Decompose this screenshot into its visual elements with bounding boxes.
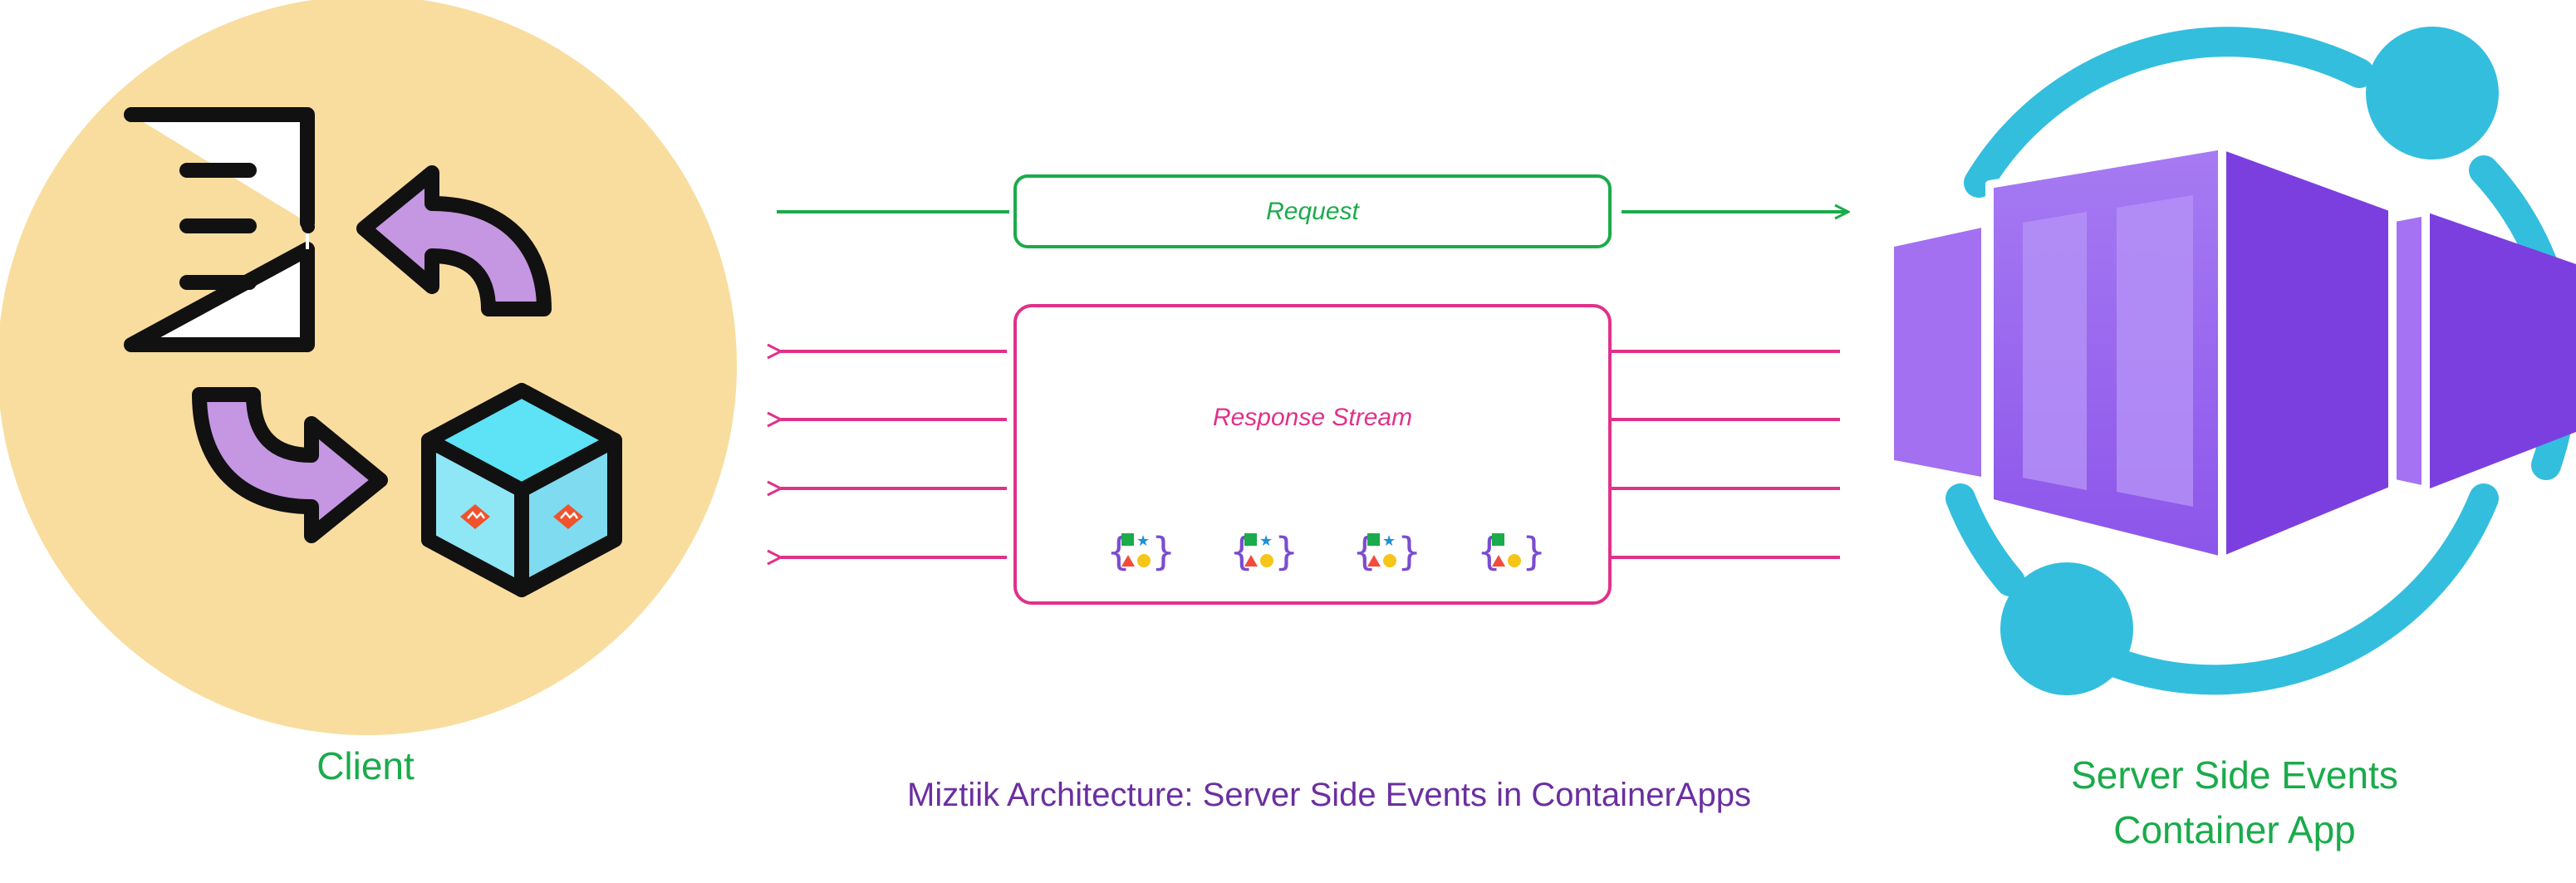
container-box-main bbox=[1985, 141, 2397, 565]
event-token-icon: { } ★ bbox=[1352, 529, 1421, 574]
event-token-icon: { } ★ bbox=[1229, 529, 1298, 574]
ring-arc-bottom bbox=[2095, 483, 2499, 695]
diagram-caption: Miztiik Architecture: Server Side Events… bbox=[907, 777, 1751, 813]
client-label: Client bbox=[316, 744, 415, 787]
ring-arc-top bbox=[1964, 27, 2374, 198]
ring-node-bottom bbox=[2000, 562, 2133, 695]
ring-arc-left bbox=[1945, 483, 2025, 596]
server-label-line-1: Server Side Events bbox=[2071, 753, 2398, 797]
client-background-circle bbox=[0, 0, 737, 735]
request-flow: Request bbox=[777, 174, 1848, 248]
cube-badge-left bbox=[460, 504, 490, 529]
response-box bbox=[1013, 304, 1612, 605]
response-flow: Response Stream { } ★ { } ★ { bbox=[781, 304, 1840, 605]
ring-node-top bbox=[2366, 27, 2499, 159]
response-label: Response Stream bbox=[1213, 404, 1412, 431]
svg-text:}: } bbox=[1151, 529, 1175, 574]
cube-badge-right bbox=[553, 504, 583, 529]
client-node bbox=[0, 0, 737, 735]
container-box-left bbox=[1886, 218, 1990, 486]
svg-text:}: } bbox=[1274, 529, 1298, 574]
return-arrow-icon bbox=[356, 165, 552, 316]
document-icon bbox=[124, 107, 315, 352]
svg-text:★: ★ bbox=[1136, 532, 1150, 550]
request-label: Request bbox=[1266, 198, 1360, 225]
server-label: Server Side Events Container App bbox=[1977, 748, 2492, 857]
svg-text:★: ★ bbox=[1259, 532, 1273, 550]
event-token-icon: { } ★ bbox=[1106, 529, 1175, 574]
request-box bbox=[1013, 174, 1612, 248]
event-token-icon: { } bbox=[1477, 529, 1546, 574]
forward-arrow-icon bbox=[192, 387, 388, 543]
svg-text:★: ★ bbox=[1382, 532, 1396, 550]
container-app-icon bbox=[1886, 27, 2576, 695]
server-label-line-2: Container App bbox=[2113, 808, 2356, 851]
svg-text:}: } bbox=[1522, 529, 1546, 574]
cube-icon bbox=[421, 383, 622, 597]
svg-text:}: } bbox=[1397, 529, 1421, 574]
